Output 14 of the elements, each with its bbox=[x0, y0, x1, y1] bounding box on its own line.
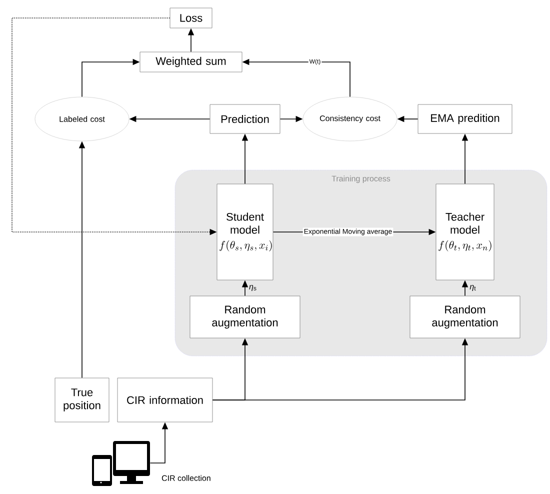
node-label: CIR collection bbox=[162, 475, 210, 481]
process-box: Loss bbox=[170, 8, 212, 28]
picture bbox=[92, 441, 150, 486]
process-box: EMA predition bbox=[418, 104, 512, 134]
process-box: Random augmentation bbox=[190, 296, 300, 338]
process-box: Teacher model $f(\theta_t,\eta_t,x_n)$ bbox=[436, 184, 494, 280]
edge-label: η$_{s}$ bbox=[249, 285, 256, 291]
process-box: Weighted sum bbox=[140, 52, 242, 72]
edge-label: η$_{t}$ bbox=[470, 285, 476, 291]
process-box: CIR information bbox=[117, 378, 213, 422]
process-box: Prediction bbox=[210, 104, 280, 134]
process-box: True position bbox=[54, 378, 110, 422]
process-box: Random augmentation bbox=[410, 296, 520, 338]
process-box: Student model $f(\theta_s,\eta_s,x_i)$ bbox=[216, 184, 274, 280]
